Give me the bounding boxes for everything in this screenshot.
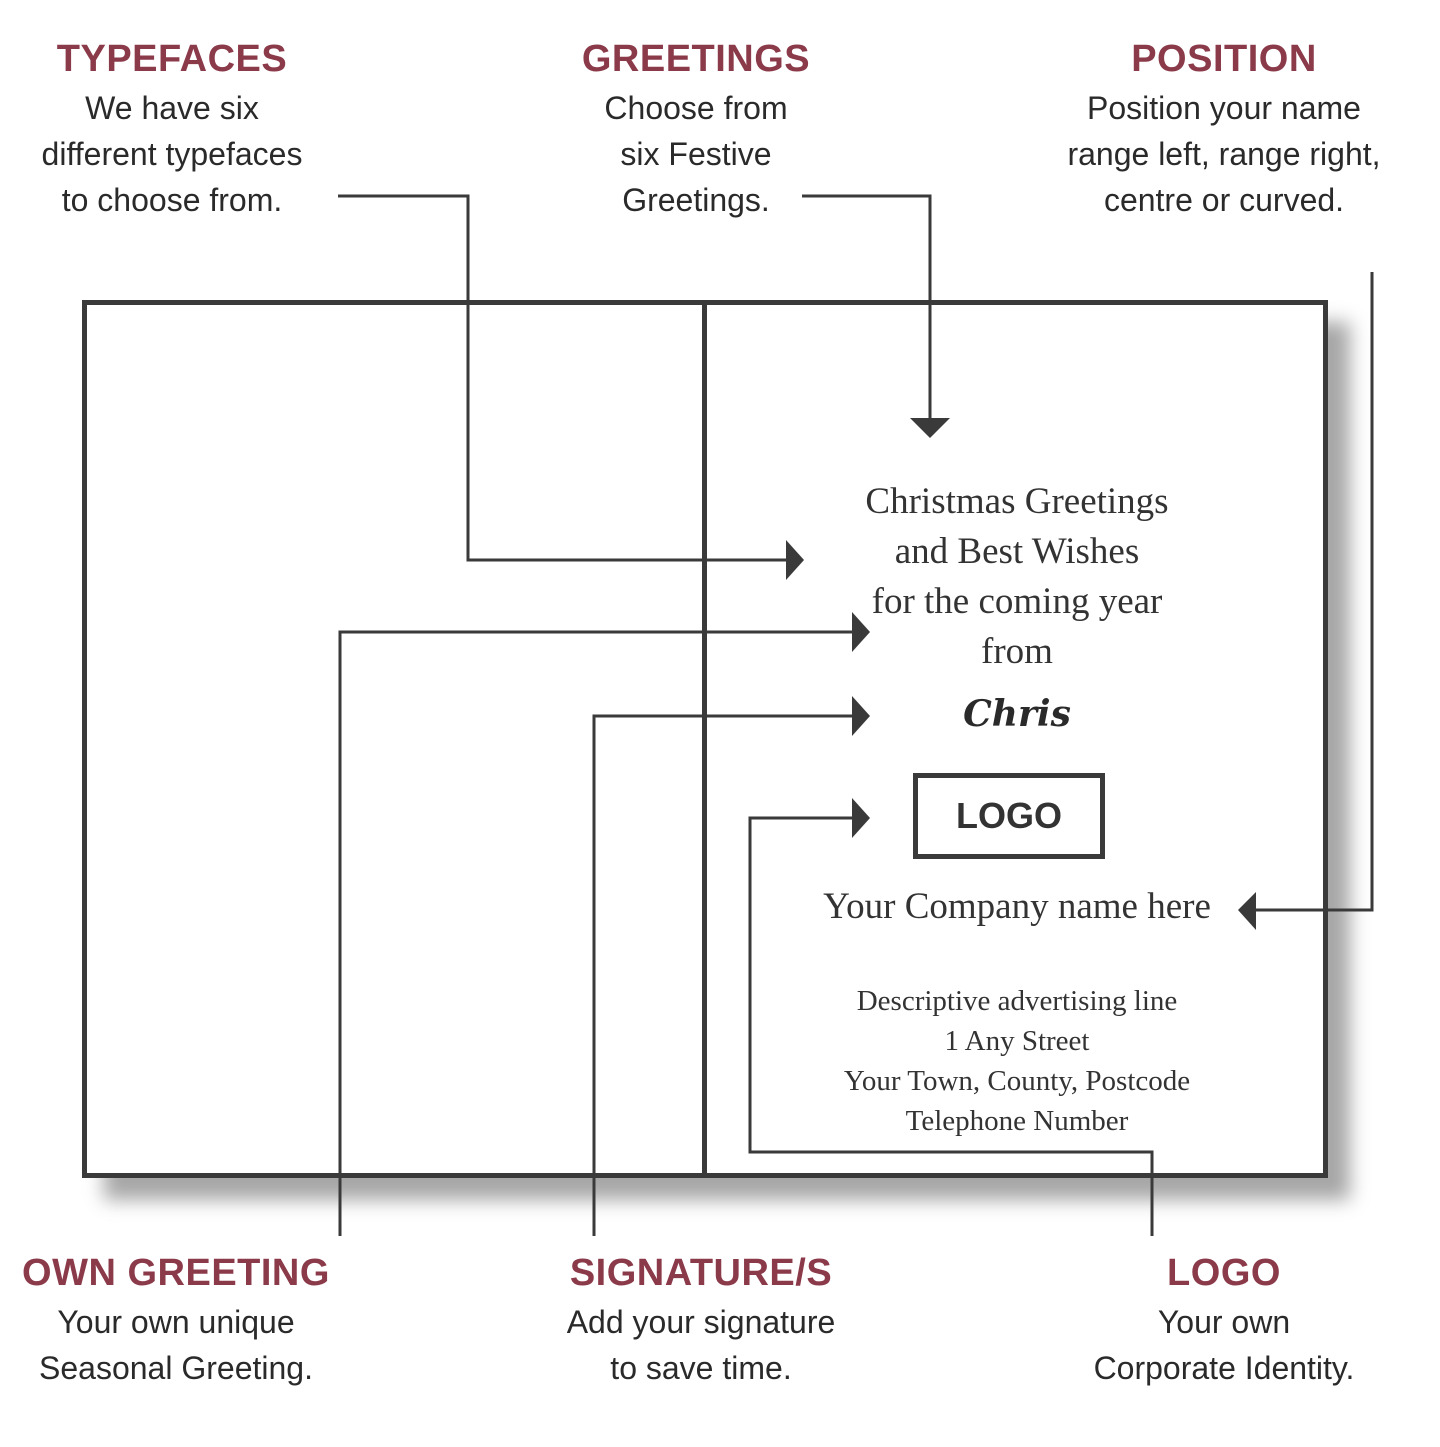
signature-line-2: to save time. [610, 1350, 792, 1386]
details-line-3: Your Town, County, Postcode [843, 1065, 1191, 1097]
card-company-name: Your Company name here [823, 886, 1211, 927]
typefaces-line-3: to choose from. [61, 182, 283, 218]
typefaces-label: TYPEFACES We have six different typeface… [22, 38, 322, 223]
greeting-line-1: Christmas Greetings [865, 481, 1169, 522]
greeting-line-3: for the coming year [871, 581, 1163, 622]
arrowhead-greetings [910, 418, 950, 438]
signature-connector [592, 714, 856, 1236]
position-label: POSITION Position your name range left, … [1054, 38, 1394, 223]
card-details: Descriptive advertising line 1 Any Stree… [777, 981, 1257, 1141]
greetings-connector [802, 194, 932, 418]
details-line-1: Descriptive advertising line [856, 985, 1178, 1017]
typefaces-connector [338, 194, 790, 562]
logo-line-1: Your own [1157, 1304, 1291, 1340]
typefaces-description: We have six different typefaces to choos… [22, 85, 322, 223]
typefaces-heading: TYPEFACES [56, 38, 288, 80]
position-description: Position your name range left, range rig… [1054, 85, 1394, 223]
greetings-heading: GREETINGS [581, 38, 811, 80]
details-line-2: 1 Any Street [944, 1025, 1090, 1057]
greetings-line-2: six Festive [620, 136, 772, 172]
details-line-4: Telephone Number [905, 1105, 1129, 1137]
arrowhead-own-greeting [852, 612, 870, 652]
greetings-line-1: Choose from [604, 90, 788, 126]
arrowhead-position [1238, 892, 1256, 930]
position-line-1: Position your name [1087, 90, 1361, 126]
greetings-description: Choose from six Festive Greetings. [546, 85, 846, 223]
signature-heading: SIGNATURE/S [569, 1252, 833, 1294]
signature-label: SIGNATURE/S Add your signature to save t… [541, 1252, 861, 1391]
logo-description: Your own Corporate Identity. [1064, 1299, 1384, 1391]
signature-description: Add your signature to save time. [541, 1299, 861, 1391]
own-greeting-line-2: Seasonal Greeting. [39, 1350, 313, 1386]
greetings-label: GREETINGS Choose from six Festive Greeti… [546, 38, 846, 223]
greeting-line-4: from [981, 631, 1053, 672]
typefaces-line-2: different typefaces [41, 136, 303, 172]
position-heading: POSITION [1131, 38, 1317, 80]
greetings-line-3: Greetings. [622, 182, 770, 218]
own-greeting-line-1: Your own unique [57, 1304, 295, 1340]
own-greeting-heading: OWN GREETING [22, 1252, 330, 1294]
own-greeting-connector [338, 630, 856, 1236]
card-signature: Chris [963, 693, 1071, 735]
position-line-2: range left, range right, [1067, 136, 1381, 172]
card-greeting: Christmas Greetings and Best Wishes for … [787, 477, 1247, 677]
own-greeting-description: Your own unique Seasonal Greeting. [16, 1299, 336, 1391]
signature-line-1: Add your signature [566, 1304, 836, 1340]
logo-heading: LOGO [1167, 1252, 1281, 1294]
card-fold-line [702, 305, 707, 1173]
own-greeting-label: OWN GREETING Your own unique Seasonal Gr… [16, 1252, 336, 1391]
position-line-3: centre or curved. [1103, 182, 1345, 218]
arrowhead-typefaces [786, 540, 804, 580]
logo-line-2: Corporate Identity. [1093, 1350, 1355, 1386]
greeting-line-2: and Best Wishes [894, 531, 1140, 572]
position-connector [1256, 272, 1374, 912]
arrowhead-logo [852, 798, 870, 838]
logo-connector [748, 816, 1154, 1236]
greeting-card: Christmas Greetings and Best Wishes for … [82, 300, 1328, 1178]
arrowhead-signature [852, 696, 870, 736]
logo-label: LOGO Your own Corporate Identity. [1064, 1252, 1384, 1391]
card-logo-box: LOGO [913, 773, 1105, 859]
typefaces-line-1: We have six [85, 90, 259, 126]
